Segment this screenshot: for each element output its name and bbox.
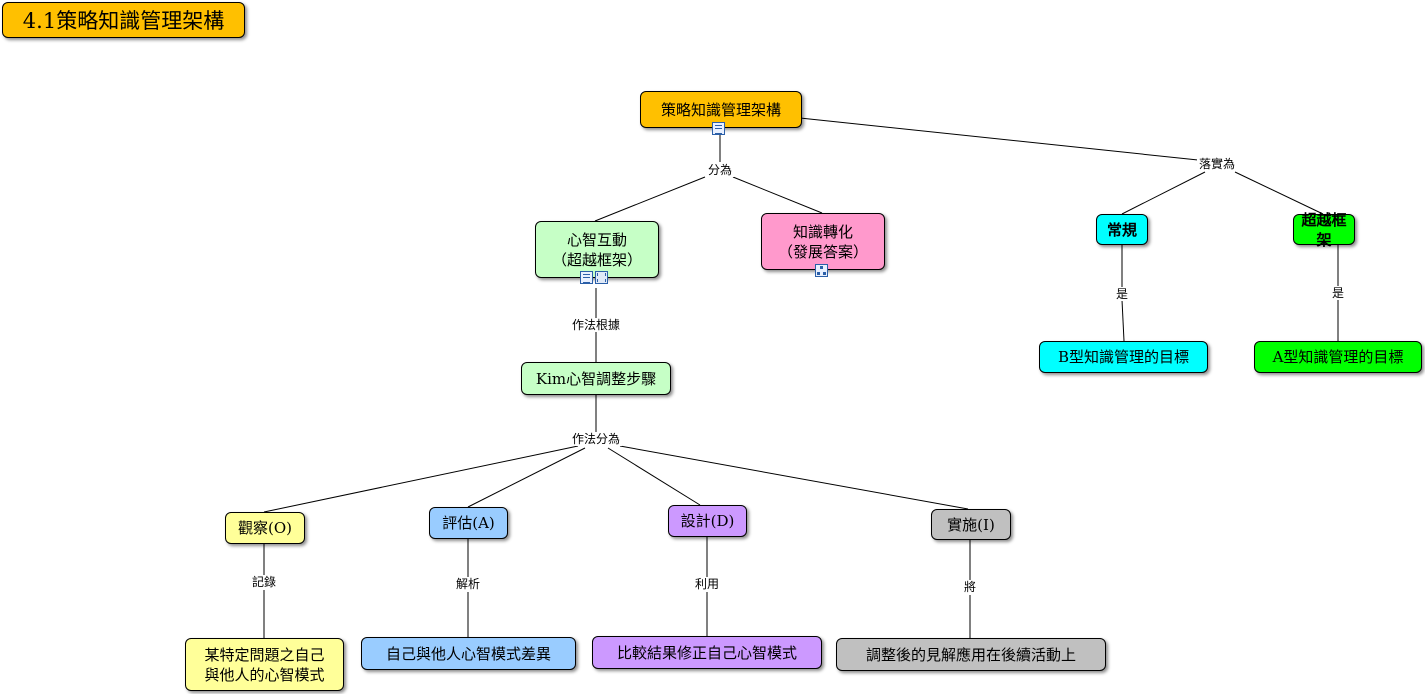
node-atype[interactable]: A型知識管理的目標 [1254, 341, 1422, 373]
line-root-implement [799, 117, 1199, 161]
link-label-analyze: 解析 [453, 577, 483, 591]
node-assess-leaf[interactable]: 自己與他人心智模式差異 [361, 637, 576, 670]
line-divide-mind [594, 176, 706, 222]
node-observe-leaf[interactable]: 某特定問題之自己 與他人的心智模式 [185, 638, 344, 691]
node-btype[interactable]: B型知識管理的目標 [1039, 341, 1208, 373]
mind-resources[interactable] [580, 271, 608, 284]
knowledge-resources[interactable] [815, 264, 828, 277]
link-label-is-regular: 是 [1113, 287, 1131, 301]
link-label-method-divide: 作法分為 [569, 432, 623, 446]
page-title: 4.1策略知識管理架構 [2, 2, 245, 38]
node-knowledge[interactable]: 知識轉化 （發展答案） [761, 213, 885, 270]
link-label-will: 將 [961, 580, 979, 594]
line-method-observe [263, 445, 579, 513]
line-method-implement [619, 445, 969, 510]
node-implement-leaf[interactable]: 調整後的見解應用在後續活動上 [836, 638, 1106, 671]
node-kim[interactable]: Kim心智調整步驟 [521, 362, 671, 395]
root-resources[interactable] [712, 122, 725, 135]
node-assess[interactable]: 評估(A) [429, 507, 508, 539]
node-design-leaf[interactable]: 比較結果修正自己心智模式 [592, 636, 822, 669]
line-divide-knowledge [732, 176, 823, 214]
concept-map-icon[interactable] [815, 264, 828, 277]
node-regular[interactable]: 常規 [1096, 214, 1148, 245]
line-method-design [607, 447, 701, 506]
link-label-implement-as: 落實為 [1196, 157, 1238, 171]
node-observe[interactable]: 觀察(O) [225, 512, 305, 544]
document-icon[interactable] [580, 271, 593, 284]
node-beyond[interactable]: 超越框架 [1293, 211, 1355, 249]
node-implement[interactable]: 實施(I) [931, 509, 1011, 540]
document-icon[interactable] [712, 122, 725, 135]
line-is-btype [1121, 299, 1125, 342]
line-implement-regular [1121, 171, 1206, 215]
link-label-is-beyond: 是 [1329, 286, 1347, 300]
link-label-use: 利用 [692, 577, 722, 591]
line-method-assess [467, 447, 586, 508]
link-label-divide: 分為 [705, 163, 735, 177]
line-implement-beyond [1234, 171, 1324, 215]
node-mind[interactable]: 心智互動 （超越框架） [535, 221, 659, 278]
link-label-record: 記錄 [249, 575, 279, 589]
link-label-basis: 作法根據 [569, 318, 623, 332]
node-design[interactable]: 設計(D) [668, 505, 747, 537]
film-icon[interactable] [595, 271, 608, 284]
